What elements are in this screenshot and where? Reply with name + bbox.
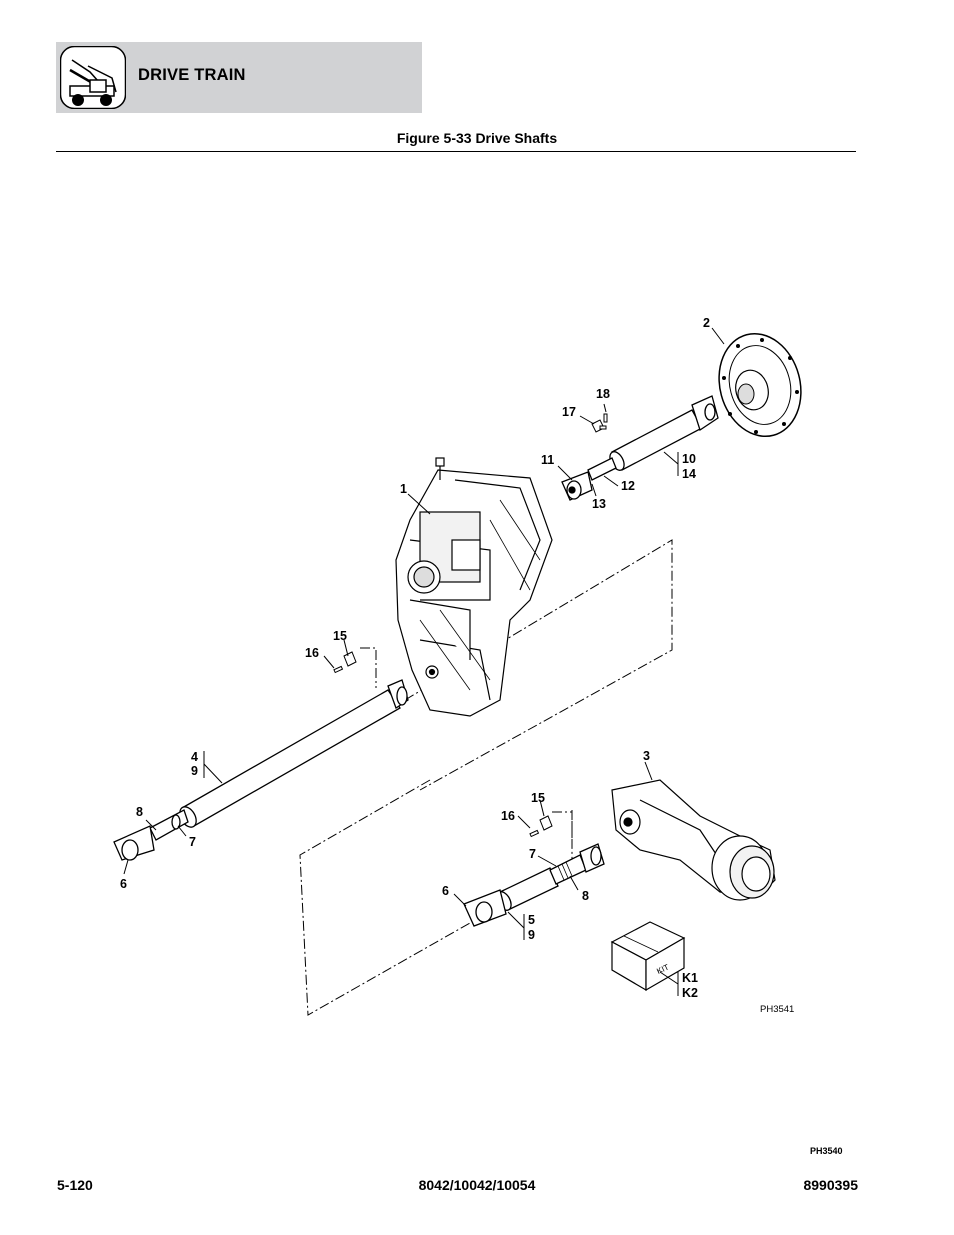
- callout-8-lower: 8: [582, 889, 589, 903]
- page-photo-reference: PH3540: [810, 1146, 843, 1156]
- model-numbers: 8042/10042/10054: [418, 1177, 536, 1193]
- callout-1: 1: [400, 482, 407, 496]
- callout-15-lower: 15: [531, 791, 545, 805]
- photo-reference: PH3541: [760, 1004, 794, 1015]
- strap-hardware-left: [333, 651, 357, 674]
- callout-7-lower: 7: [529, 847, 536, 861]
- callout-k1: K1: [682, 971, 698, 985]
- callout-11: 11: [541, 453, 554, 467]
- callout-14: 14: [682, 467, 696, 481]
- callout-3: 3: [643, 749, 650, 763]
- callout-2: 2: [703, 316, 710, 330]
- flywheel-adapter: [718, 332, 802, 438]
- callout-6-lower: 6: [442, 884, 449, 898]
- callout-16-lower: 16: [501, 809, 515, 823]
- callout-12: 12: [621, 479, 635, 493]
- callout-16-upper: 16: [305, 646, 319, 660]
- callout-17: 17: [562, 405, 576, 419]
- callout-5: 5: [528, 913, 535, 927]
- section-title: DRIVE TRAIN: [138, 66, 246, 84]
- callout-7-left: 7: [189, 835, 196, 849]
- figure-caption: Figure 5-33 Drive Shafts: [396, 130, 558, 146]
- callout-10: 10: [682, 452, 696, 466]
- leader-lines: [123, 327, 725, 996]
- transmission-housing: [395, 457, 553, 717]
- front-axle: [611, 779, 776, 901]
- assembly-boundary-lines: [299, 539, 673, 1016]
- section-header: DRIVE TRAIN: [56, 42, 422, 113]
- callout-4: 4: [191, 750, 198, 764]
- telehandler-icon: [60, 46, 126, 109]
- strap-hardware-upper: [591, 413, 608, 433]
- kit-box: [610, 921, 686, 992]
- callout-15-upper: 15: [333, 629, 347, 643]
- strap-hardware-lower: [529, 815, 553, 838]
- manual-number: 8990395: [803, 1177, 858, 1193]
- page-number: 5-120: [57, 1177, 93, 1193]
- long-drive-shaft: [113, 679, 409, 861]
- callout-9-lower: 9: [528, 928, 535, 942]
- callout-8-left: 8: [136, 805, 143, 819]
- callout-k2: K2: [682, 986, 698, 1000]
- front-drive-shaft: [463, 843, 605, 927]
- callout-18: 18: [596, 387, 610, 401]
- upper-drive-shaft: [561, 395, 719, 501]
- header-divider: [56, 151, 856, 152]
- callout-9-upper: 9: [191, 764, 198, 778]
- callout-6-left: 6: [120, 877, 127, 891]
- callout-13: 13: [592, 497, 606, 511]
